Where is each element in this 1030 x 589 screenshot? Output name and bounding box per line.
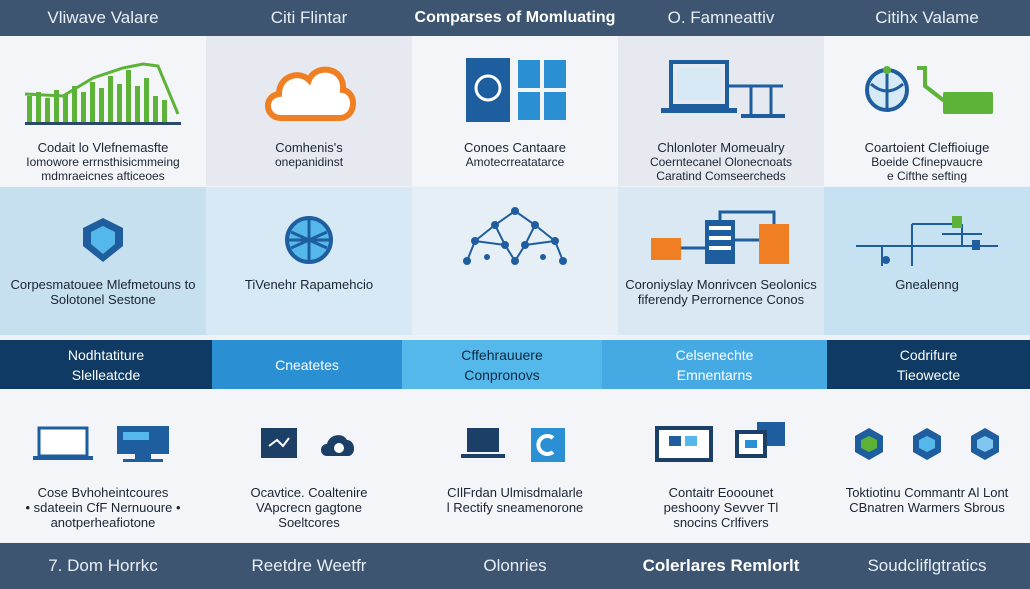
header-cell-4: O. Famneattiv xyxy=(667,8,775,27)
globe-online-icon xyxy=(865,66,993,114)
footer-cell-4: Colerlares Remlorlt xyxy=(642,556,800,575)
band-cell-1: Nodhtatiture Slelleatcde xyxy=(0,340,212,389)
band-cell-4: Celsenechte Emnentarns xyxy=(602,340,827,389)
row1-title: Comhenis's xyxy=(275,140,343,155)
footer-cell-3: Olonries xyxy=(483,556,547,575)
band-cell-5: Codrifure Tieowecte xyxy=(827,340,1030,389)
row-2: Corpesmatouee Mlefmetouns to Solotonel S… xyxy=(0,187,1030,335)
app-c-icon xyxy=(531,428,565,462)
band-line: Celsenechte xyxy=(675,346,754,363)
row2-col-2: TiVenehr Rapamehcio xyxy=(206,187,412,335)
row4-title: Contaitr Eooounet peshoony Sevver Tl sno… xyxy=(663,485,779,530)
row2-title: TiVenehr Rapamehcio xyxy=(244,277,374,292)
cube-icon xyxy=(913,428,941,460)
row1-sub: Amotecrreatatarce xyxy=(465,155,565,169)
band-line: Emnentarns xyxy=(676,366,753,383)
footer-cell-2: Reetdre Weetfr xyxy=(251,556,367,575)
row1-title: Conoes Cantaare xyxy=(464,140,566,155)
dashboard-monitor-icon xyxy=(655,426,713,462)
node-graph-icon xyxy=(463,207,567,265)
row2-col-5: Gnealenng xyxy=(824,187,1030,335)
row4-title: Toktiotinu Commantr Al Lont CBnatren War… xyxy=(845,485,1009,515)
row1-title: Codait lo Vlefnemasfte xyxy=(37,140,169,155)
header-cell-2: Citi Flintar xyxy=(270,8,348,27)
cube-icon xyxy=(855,428,883,460)
row1-col-4: Chlonloter Momeualry Coerntecanel Olonec… xyxy=(618,36,824,186)
wiring-diagram-icon xyxy=(856,216,998,266)
band-line: Cneatetes xyxy=(275,356,339,373)
band-cell-3: Cffehrauuere Conpronovs xyxy=(402,340,602,389)
row1-title: Coartoient Cleffioiuge xyxy=(864,140,990,155)
laptop-dark-icon xyxy=(461,428,505,458)
header-bar: Vliwave Valare Citi Flintar Comparses of… xyxy=(0,0,1030,36)
row1-sub: Coerntecanel Olonecnoats xyxy=(649,155,793,169)
row2-title: Gnealenng xyxy=(895,277,959,292)
row1-sub: onepanidinst xyxy=(274,155,344,169)
row4-title: Cose Bvhoheintcoures • sdateein CfF Nern… xyxy=(25,485,181,530)
multi-screen-icon xyxy=(735,422,785,458)
server-stack-icon xyxy=(651,210,789,264)
row2-title: Coroniyslay Monrivcen Seolonics fiferend… xyxy=(625,277,817,307)
row1-sub: e Cifthe sefting xyxy=(886,169,968,183)
band-line: Tieowecte xyxy=(896,366,961,383)
row-3: Nodhtatiture Slelleatcde Cneatetes Cffeh… xyxy=(0,340,1030,389)
row4-col-2: Ocavtice. Coaltenire VApcrecn gagtone So… xyxy=(206,389,412,543)
row1-title: Chlonloter Momeualry xyxy=(657,140,785,155)
monitor-network-icon xyxy=(661,60,785,118)
row4-col-4: Contaitr Eooounet peshoony Sevver Tl sno… xyxy=(618,389,824,543)
row1-sub: Boeide Cfinepvaucre xyxy=(871,155,983,169)
row1-sub: Iomowore errnsthisicmmeing xyxy=(26,155,180,169)
row4-title: Ocavtice. Coaltenire VApcrecn gagtone So… xyxy=(250,485,368,530)
row1-col-3: Conoes Cantaare Amotecrreatatarce xyxy=(412,36,618,186)
band-line: Cffehrauuere xyxy=(461,346,543,363)
row1-col-5: Coartoient Cleffioiuge Boeide Cfinepvauc… xyxy=(824,36,1030,186)
cloud-security-icon xyxy=(321,435,355,456)
bar-chart-icon xyxy=(24,62,181,125)
presentation-icon xyxy=(261,428,297,458)
band-line: Conpronovs xyxy=(464,366,540,383)
footer-cell-1: 7. Dom Horrkc xyxy=(48,556,158,575)
shield-icon xyxy=(83,218,123,262)
cube-icon xyxy=(971,428,999,460)
footer-cell-5: Soudcliflgtratics xyxy=(867,556,987,575)
laptop-icon xyxy=(33,426,93,460)
band-cell-2: Cneatetes xyxy=(212,340,402,389)
band-line: Slelleatcde xyxy=(71,366,141,383)
header-cell-3: Comparses of Momluating xyxy=(414,9,616,26)
header-cell-5: Citihx Valame xyxy=(875,8,979,27)
row2-title: Corpesmatouee Mlefmetouns to Solotonel S… xyxy=(10,277,196,307)
network-globe-icon xyxy=(285,216,333,264)
cloud-icon xyxy=(265,66,356,121)
row1-col-2: Comhenis's onepanidinst xyxy=(206,36,412,186)
row-1: Codait lo Vlefnemasfte Iomowore errnsthi… xyxy=(0,36,1030,186)
header-cell-1: Vliwave Valare xyxy=(47,8,159,27)
row1-col-1: Codait lo Vlefnemasfte Iomowore errnsthi… xyxy=(0,36,206,186)
windows-logo-icon xyxy=(466,58,566,122)
row1-sub: mdmraeicnes afticeoes xyxy=(41,169,165,183)
band-line: Nodhtatiture xyxy=(67,346,145,363)
footer-bar: 7. Dom Horrkc Reetdre Weetfr Olonries Co… xyxy=(0,543,1030,589)
row2-col-1: Corpesmatouee Mlefmetouns to Solotonel S… xyxy=(0,187,206,335)
row4-col-3: CIlFrdan Ulmisdmalarle l Rectify sneamen… xyxy=(412,389,618,543)
desktop-monitor-icon xyxy=(117,426,169,462)
row1-sub: Caratind Comseercheds xyxy=(656,169,786,183)
row4-title: CIlFrdan Ulmisdmalarle l Rectify sneamen… xyxy=(446,485,584,515)
row4-col-1: Cose Bvhoheintcoures • sdateein CfF Nern… xyxy=(0,389,206,543)
row-4: Cose Bvhoheintcoures • sdateein CfF Nern… xyxy=(0,389,1030,543)
row2-col-3 xyxy=(412,187,618,335)
row4-col-5: Toktiotinu Commantr Al Lont CBnatren War… xyxy=(824,389,1030,543)
band-line: Codrifure xyxy=(899,346,958,363)
row2-col-4: Coroniyslay Monrivcen Seolonics fiferend… xyxy=(618,187,824,335)
